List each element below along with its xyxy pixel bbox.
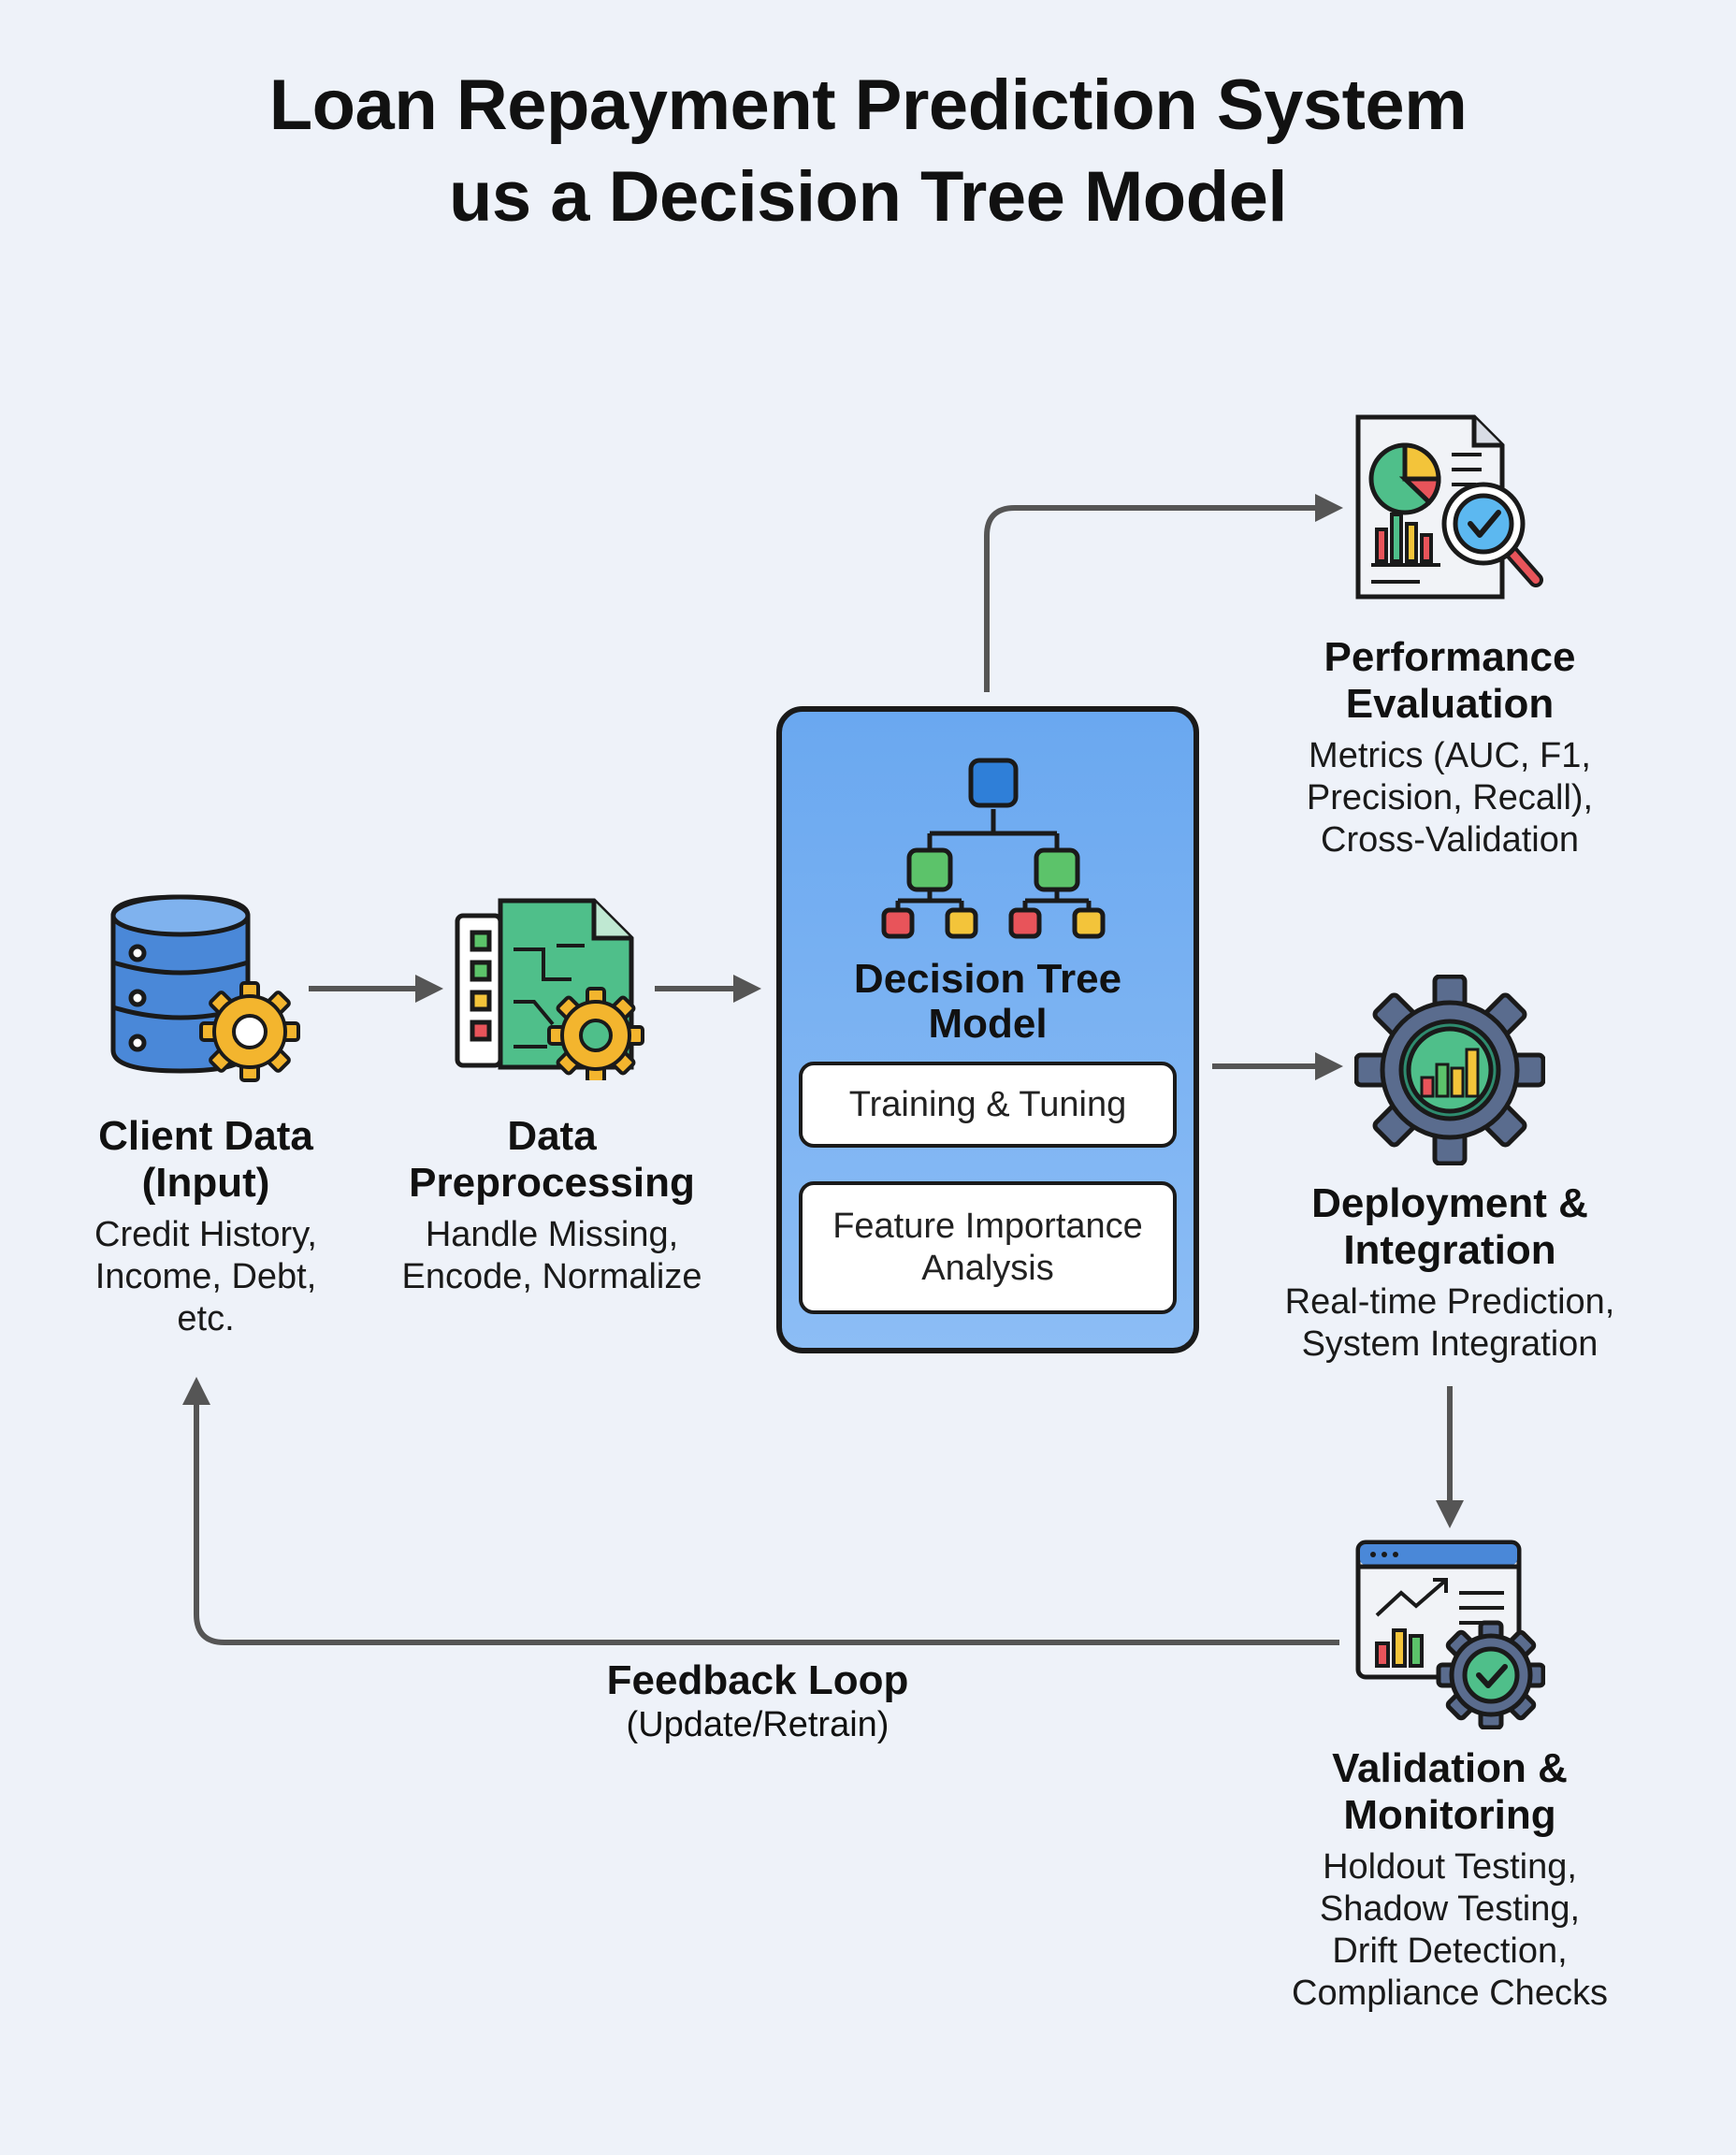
evaluation-title-1: Performance (1324, 634, 1576, 680)
arrow-model-to-evaluation (984, 494, 1343, 692)
model-title: Decision Tree Model (782, 957, 1194, 1047)
evaluation-title-2: Evaluation (1345, 681, 1555, 727)
decision-tree-icon (881, 758, 1106, 939)
model-title-2: Model (928, 1001, 1048, 1047)
client-data-label: Client Data (Input) Credit History, Inco… (37, 1113, 374, 1340)
deployment-title-1: Deployment & (1311, 1180, 1588, 1226)
title-line-2: us a Decision Tree Model (448, 157, 1288, 237)
client-data-title-1: Client Data (98, 1113, 313, 1159)
model-title-1: Decision Tree (853, 956, 1122, 1002)
evaluation-desc-2: Precision, Recall), (1306, 778, 1594, 817)
feature-importance-label-2: Analysis (921, 1249, 1054, 1288)
preprocessing-title-2: Preprocessing (409, 1160, 695, 1206)
arrow-feedback-loop (182, 1377, 1339, 1645)
decision-tree-model-box: Decision Tree Model Training & Tuning Fe… (776, 706, 1199, 1353)
monitoring-title-1: Validation & (1332, 1745, 1568, 1791)
gear-chart-icon (1354, 975, 1545, 1165)
evaluation-desc: Metrics (AUC, F1, Precision, Recall), Cr… (1225, 735, 1674, 861)
deployment-desc-2: System Integration (1301, 1324, 1599, 1364)
client-data-desc-2: Income, Debt, (94, 1257, 317, 1296)
preprocessing-desc-1: Handle Missing, (425, 1215, 679, 1254)
client-data-desc: Credit History, Income, Debt, etc. (37, 1214, 374, 1340)
deployment-desc-1: Real-time Prediction, (1284, 1282, 1615, 1322)
deployment-label: Deployment & Integration Real-time Predi… (1225, 1180, 1674, 1366)
training-tuning-box: Training & Tuning (799, 1062, 1177, 1148)
client-data-desc-1: Credit History, (94, 1215, 317, 1254)
database-gear-icon (110, 894, 300, 1082)
deployment-desc: Real-time Prediction, System Integration (1225, 1281, 1674, 1366)
monitoring-desc-3: Drift Detection, (1332, 1931, 1568, 1971)
evaluation-label: Performance Evaluation Metrics (AUC, F1,… (1225, 634, 1674, 861)
feature-importance-label-1: Feature Importance (832, 1207, 1143, 1246)
client-data-title-2: (Input) (141, 1160, 270, 1206)
preprocessing-desc-2: Encode, Normalize (401, 1257, 702, 1296)
monitoring-title-2: Monitoring (1343, 1792, 1556, 1838)
document-gear-icon (455, 898, 644, 1080)
page-title: Loan Repayment Prediction System us a De… (0, 60, 1736, 243)
feature-importance-box: Feature Importance Analysis (799, 1181, 1177, 1314)
client-data-desc-3: etc. (177, 1299, 235, 1338)
feedback-loop-title: Feedback Loop (606, 1657, 909, 1703)
preprocessing-label: Data Preprocessing Handle Missing, Encod… (374, 1113, 730, 1298)
deployment-title-2: Integration (1343, 1227, 1556, 1273)
evaluation-desc-1: Metrics (AUC, F1, (1309, 736, 1591, 775)
training-tuning-label: Training & Tuning (848, 1084, 1127, 1124)
monitoring-desc-2: Shadow Testing, (1319, 1889, 1581, 1929)
feedback-loop-subtitle: (Update/Retrain) (626, 1705, 890, 1744)
report-magnifier-icon (1355, 414, 1543, 600)
dashboard-check-gear-icon (1355, 1540, 1545, 1729)
evaluation-desc-3: Cross-Validation (1321, 820, 1579, 860)
title-line-1: Loan Repayment Prediction System (268, 65, 1468, 145)
monitoring-desc-1: Holdout Testing, (1323, 1847, 1577, 1887)
feedback-loop-label: Feedback Loop (Update/Retrain) (524, 1657, 991, 1745)
monitoring-label: Validation & Monitoring Holdout Testing,… (1225, 1745, 1674, 2015)
preprocessing-desc: Handle Missing, Encode, Normalize (374, 1214, 730, 1298)
monitoring-desc-4: Compliance Checks (1292, 1974, 1608, 2013)
monitoring-desc: Holdout Testing, Shadow Testing, Drift D… (1225, 1846, 1674, 2015)
preprocessing-title-1: Data (507, 1113, 597, 1159)
